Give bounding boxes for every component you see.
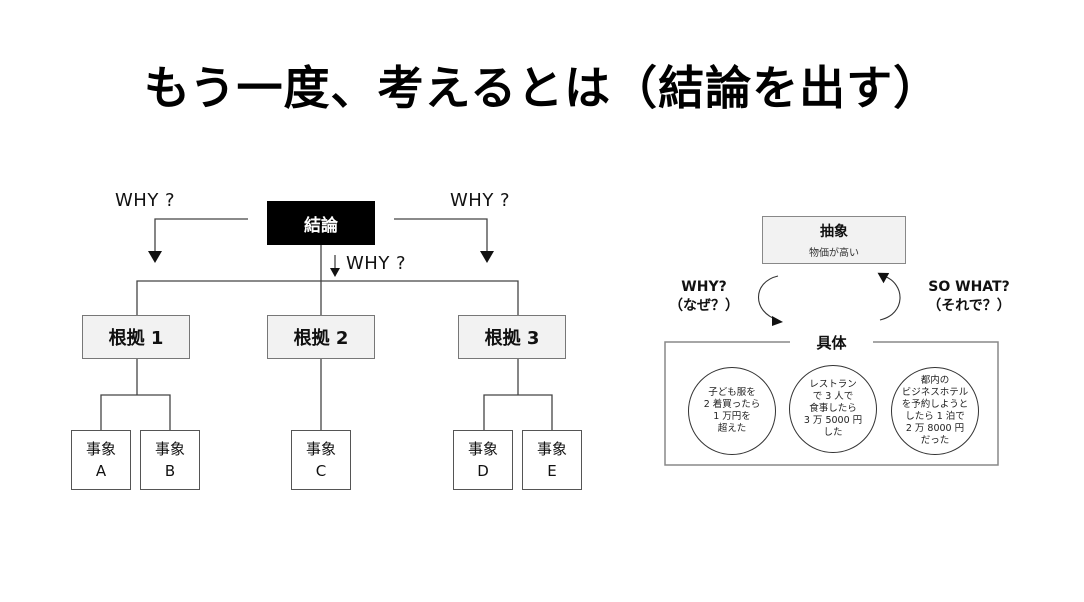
event-box-b: 事象 B (140, 430, 200, 490)
reason-box-2: 根拠 2 (267, 315, 375, 359)
why-cycle-line2: （なぜ？） (669, 298, 739, 314)
page-title: もう一度、考えるとは（結論を出す） (143, 61, 941, 115)
abstract-title: 抽象 (820, 224, 848, 240)
reason1-branch (100, 394, 171, 430)
arrow-head-center (330, 268, 340, 277)
why-cycle-arrow-head (772, 316, 783, 326)
why-right-connector (394, 218, 488, 252)
why-left-label: WHY ? (115, 190, 176, 211)
arrow-head-right (480, 251, 494, 263)
reason3-branch (483, 394, 553, 430)
why-left-connector (154, 218, 248, 252)
event-line2: D (477, 462, 489, 480)
sowhat-cycle-arrow (879, 275, 901, 321)
event-line1: 事象 (305, 440, 336, 458)
reason-bus (136, 280, 519, 315)
event-line2: C (315, 462, 327, 480)
reason-label: 根拠 2 (293, 328, 349, 349)
event-line1: 事象 (85, 440, 116, 458)
reason-box-3: 根拠 3 (458, 315, 566, 359)
reason-label: 根拠 1 (108, 328, 164, 349)
event-line2: E (547, 462, 557, 480)
abstract-subtitle: 物価が高い (809, 248, 859, 259)
event-box-d: 事象 D (453, 430, 513, 490)
reason-box-1: 根拠 1 (82, 315, 190, 359)
event-line1: 事象 (467, 440, 498, 458)
sowhat-cycle-line2: （それで？） (927, 298, 1011, 314)
why-right-label: WHY ? (450, 190, 511, 211)
sowhat-cycle-label: SO WHAT? （それで？） (920, 278, 1018, 316)
example-circle-1: 子ども服を 2 着買ったら 1 万円を 超えた (688, 367, 776, 455)
why-cycle-arrow (757, 275, 779, 321)
conclusion-box: 結論 (267, 201, 375, 245)
event-line2: A (95, 462, 107, 480)
sowhat-cycle-arrow-head (877, 272, 890, 284)
event-line2: B (164, 462, 176, 480)
why-cycle-label: WHY? （なぜ？） (668, 278, 740, 316)
arrow-head-left (148, 251, 162, 263)
why-center-label: WHY ? (346, 253, 407, 274)
example-circle-3: 都内の ビジネスホテル を予約しようと したら 1 泊で 2 万 8000 円 … (891, 367, 979, 455)
reason-label: 根拠 3 (484, 328, 540, 349)
abstract-box: 抽象 物価が高い (762, 216, 906, 264)
conclusion-label: 結論 (304, 215, 338, 236)
why-cycle-line1: WHY? (681, 279, 727, 295)
concrete-title: 具体 (816, 334, 847, 352)
event-line1: 事象 (154, 440, 185, 458)
event-line1: 事象 (536, 440, 567, 458)
concrete-frame (664, 341, 999, 466)
event-box-a: 事象 A (71, 430, 131, 490)
sowhat-cycle-line1: SO WHAT? (928, 279, 1010, 295)
example-circle-2: レストラン で 3 人で 食事したら 3 万 5000 円 した (789, 365, 877, 453)
event-box-e: 事象 E (522, 430, 582, 490)
event-box-c: 事象 C (291, 430, 351, 490)
